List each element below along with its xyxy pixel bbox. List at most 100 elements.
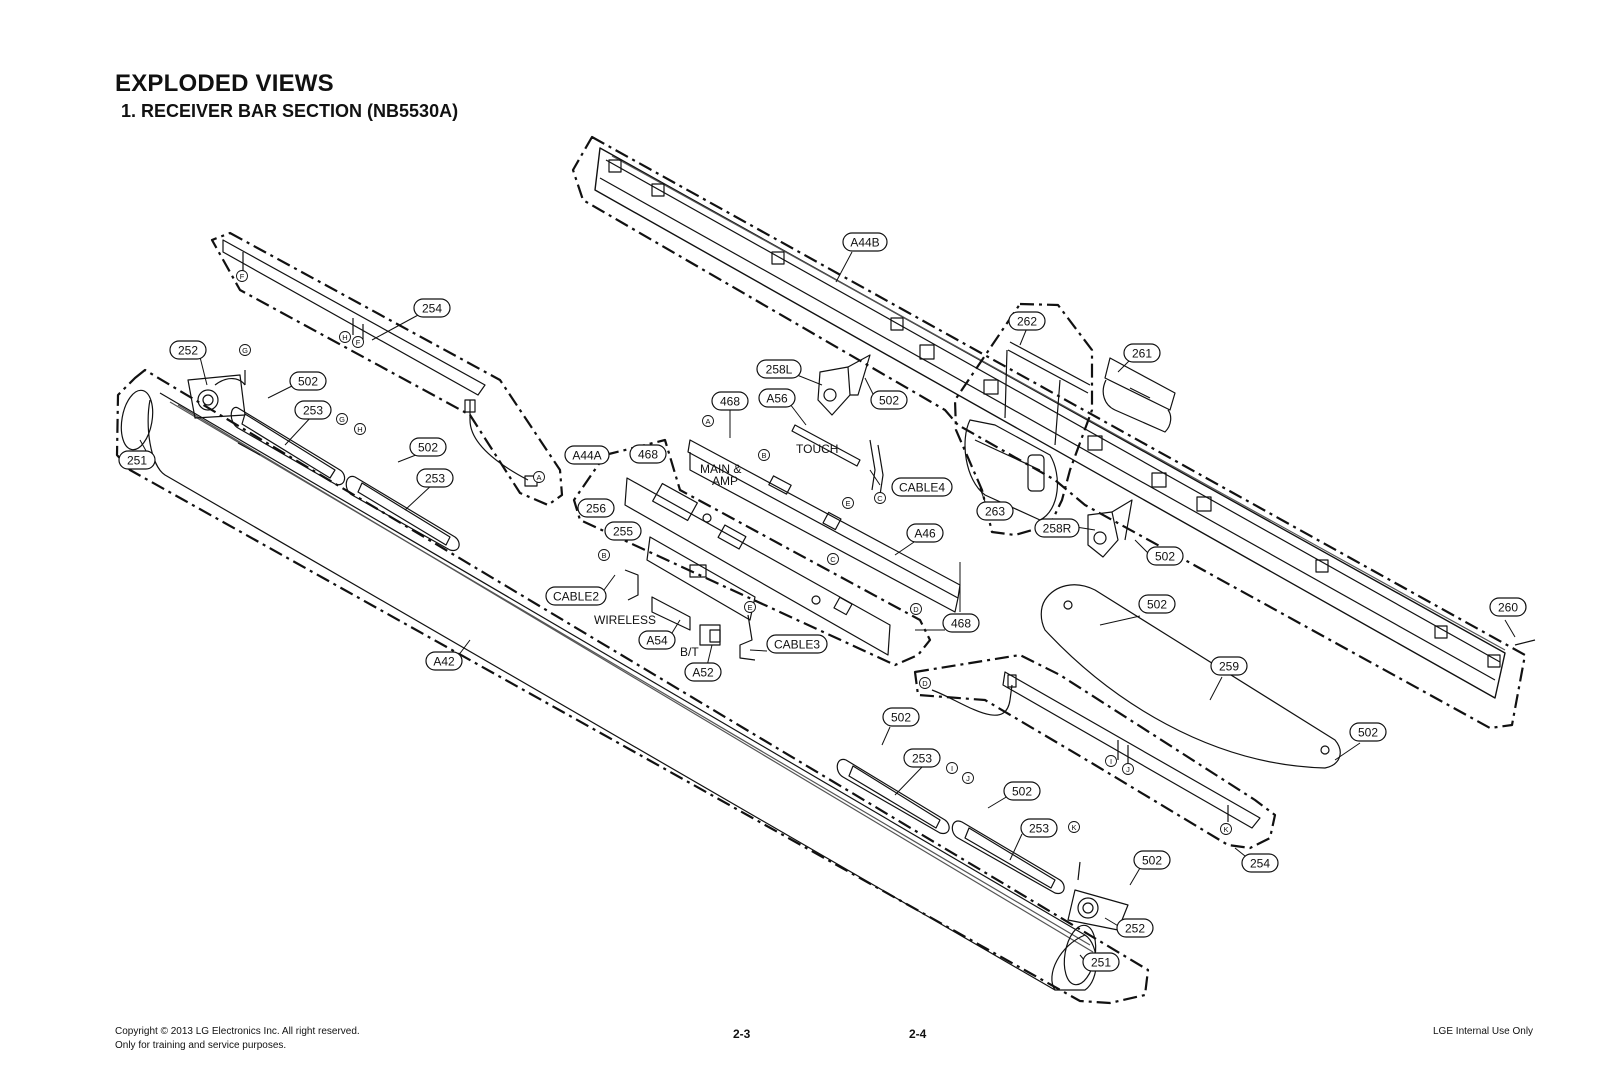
connector-marker-k: K bbox=[1220, 823, 1232, 835]
part-callout-text: 253 bbox=[425, 472, 445, 486]
part-callout-text: 255 bbox=[613, 525, 633, 539]
part-callout-cable4: CABLE4 bbox=[891, 477, 953, 497]
connector-letter: D bbox=[922, 679, 928, 688]
page-number-left: 2-3 bbox=[733, 1027, 751, 1041]
part-callout-502: 502 bbox=[1133, 850, 1171, 870]
connector-letter: A bbox=[536, 473, 541, 482]
connector-marker-f: F bbox=[352, 336, 364, 348]
connector-marker-g: G bbox=[239, 344, 251, 356]
part-callout-text: 256 bbox=[586, 502, 606, 516]
part-callout-text: A46 bbox=[914, 527, 936, 541]
part-callout-text: 262 bbox=[1017, 315, 1037, 329]
part-callout-253: 253 bbox=[416, 468, 454, 488]
part-callout-468: 468 bbox=[629, 444, 667, 464]
part-callout-text: 260 bbox=[1498, 601, 1518, 615]
inset-cover-262 bbox=[1004, 341, 1091, 446]
part-callout-text: 253 bbox=[1029, 822, 1049, 836]
board-a44a bbox=[624, 477, 891, 656]
group-boundary-262 bbox=[953, 302, 1094, 537]
front-bar-a42 bbox=[147, 392, 1097, 991]
touch-board-a56 bbox=[791, 424, 884, 496]
connector-letter: E bbox=[845, 499, 850, 508]
connector-marker-b: B bbox=[598, 549, 610, 561]
part-callout-text: A44A bbox=[572, 449, 601, 463]
speaker-253-right-1 bbox=[836, 758, 950, 835]
connector-marker-i: I bbox=[1105, 755, 1117, 767]
connector-marker-j: J bbox=[962, 772, 974, 784]
part-callout-502: 502 bbox=[1349, 722, 1387, 742]
part-callout-text: 259 bbox=[1219, 660, 1239, 674]
bracket-258l bbox=[817, 354, 871, 416]
part-callout-256: 256 bbox=[577, 498, 615, 518]
footer-note: Only for training and service purposes. bbox=[115, 1040, 287, 1051]
connector-letter: I bbox=[1110, 757, 1112, 766]
part-callout-text: 258R bbox=[1043, 522, 1072, 536]
part-callout-text: CABLE3 bbox=[774, 638, 820, 652]
connector-letter: C bbox=[877, 494, 883, 503]
connector-marker-f: F bbox=[236, 270, 248, 282]
page-title: EXPLODED VIEWS bbox=[115, 70, 334, 97]
part-callout-text: A52 bbox=[692, 666, 714, 680]
board-main-amp-a46 bbox=[687, 439, 961, 613]
part-callout-502: 502 bbox=[1146, 546, 1184, 566]
diagram-text-label: AMP bbox=[712, 474, 738, 488]
speaker-252-right bbox=[1067, 861, 1129, 931]
connector-marker-a: A bbox=[702, 415, 714, 427]
part-callout-262: 262 bbox=[1008, 311, 1046, 331]
connector-marker-d: D bbox=[910, 603, 922, 615]
part-callout-text: 502 bbox=[1358, 726, 1378, 740]
group-boundary-a42 bbox=[115, 368, 1150, 1005]
part-callout-252: 252 bbox=[169, 340, 207, 360]
diagram-text-label: B/T bbox=[680, 645, 699, 659]
connector-marker-c: C bbox=[827, 553, 839, 565]
part-callout-259: 259 bbox=[1210, 656, 1248, 676]
part-callout-text: 251 bbox=[127, 454, 147, 468]
part-callout-text: 502 bbox=[1155, 550, 1175, 564]
part-callout-a44a: A44A bbox=[564, 445, 610, 465]
part-callout-254: 254 bbox=[1241, 853, 1279, 873]
group-boundary-254-left bbox=[210, 231, 564, 507]
speaker-252-left bbox=[187, 370, 246, 419]
part-callout-text: 502 bbox=[879, 394, 899, 408]
part-callout-text: 251 bbox=[1091, 956, 1111, 970]
part-callout-258l: 258L bbox=[756, 359, 802, 379]
part-callout-text: 502 bbox=[418, 441, 438, 455]
part-callout-text: 252 bbox=[1125, 922, 1145, 936]
part-callout-text: 502 bbox=[891, 711, 911, 725]
part-callout-a46: A46 bbox=[906, 523, 944, 543]
connector-letter: A bbox=[705, 417, 710, 426]
part-callout-502: 502 bbox=[289, 371, 327, 391]
part-callout-254: 254 bbox=[413, 298, 451, 318]
part-callout-text: 253 bbox=[303, 404, 323, 418]
footer-copyright: Copyright © 2013 LG Electronics Inc. All… bbox=[115, 1026, 360, 1037]
part-callout-cable2: CABLE2 bbox=[545, 586, 607, 606]
trim-254-left bbox=[222, 239, 538, 487]
part-callout-261: 261 bbox=[1123, 343, 1161, 363]
part-callout-260: 260 bbox=[1489, 597, 1527, 617]
connector-marker-b: B bbox=[758, 449, 770, 461]
end-cap-251-left bbox=[120, 389, 154, 451]
part-callout-text: A54 bbox=[646, 634, 668, 648]
part-callout-252: 252 bbox=[1116, 918, 1154, 938]
connector-marker-j: J bbox=[1122, 763, 1134, 775]
footer-internal: LGE Internal Use Only bbox=[1433, 1026, 1534, 1037]
connector-letter: B bbox=[601, 551, 606, 560]
part-callout-text: A44B bbox=[850, 236, 879, 250]
section-subtitle: 1. RECEIVER BAR SECTION (NB5530A) bbox=[121, 101, 459, 121]
part-callout-253: 253 bbox=[294, 400, 332, 420]
part-callout-253: 253 bbox=[1020, 818, 1058, 838]
connector-marker-g: G bbox=[336, 413, 348, 425]
speaker-253-left-1 bbox=[230, 406, 346, 486]
part-callout-a42: A42 bbox=[425, 651, 463, 671]
part-callout-cable3: CABLE3 bbox=[766, 634, 828, 654]
board-255 bbox=[646, 536, 756, 621]
part-callout-text: 252 bbox=[178, 344, 198, 358]
speaker-253-left-2 bbox=[345, 475, 460, 552]
part-callout-502: 502 bbox=[409, 437, 447, 457]
leader-lines bbox=[139, 251, 1516, 968]
connector-marker-h: H bbox=[339, 331, 351, 343]
part-callout-text: A42 bbox=[433, 655, 455, 669]
part-callout-text: 502 bbox=[298, 375, 318, 389]
connector-letter: J bbox=[966, 774, 970, 783]
